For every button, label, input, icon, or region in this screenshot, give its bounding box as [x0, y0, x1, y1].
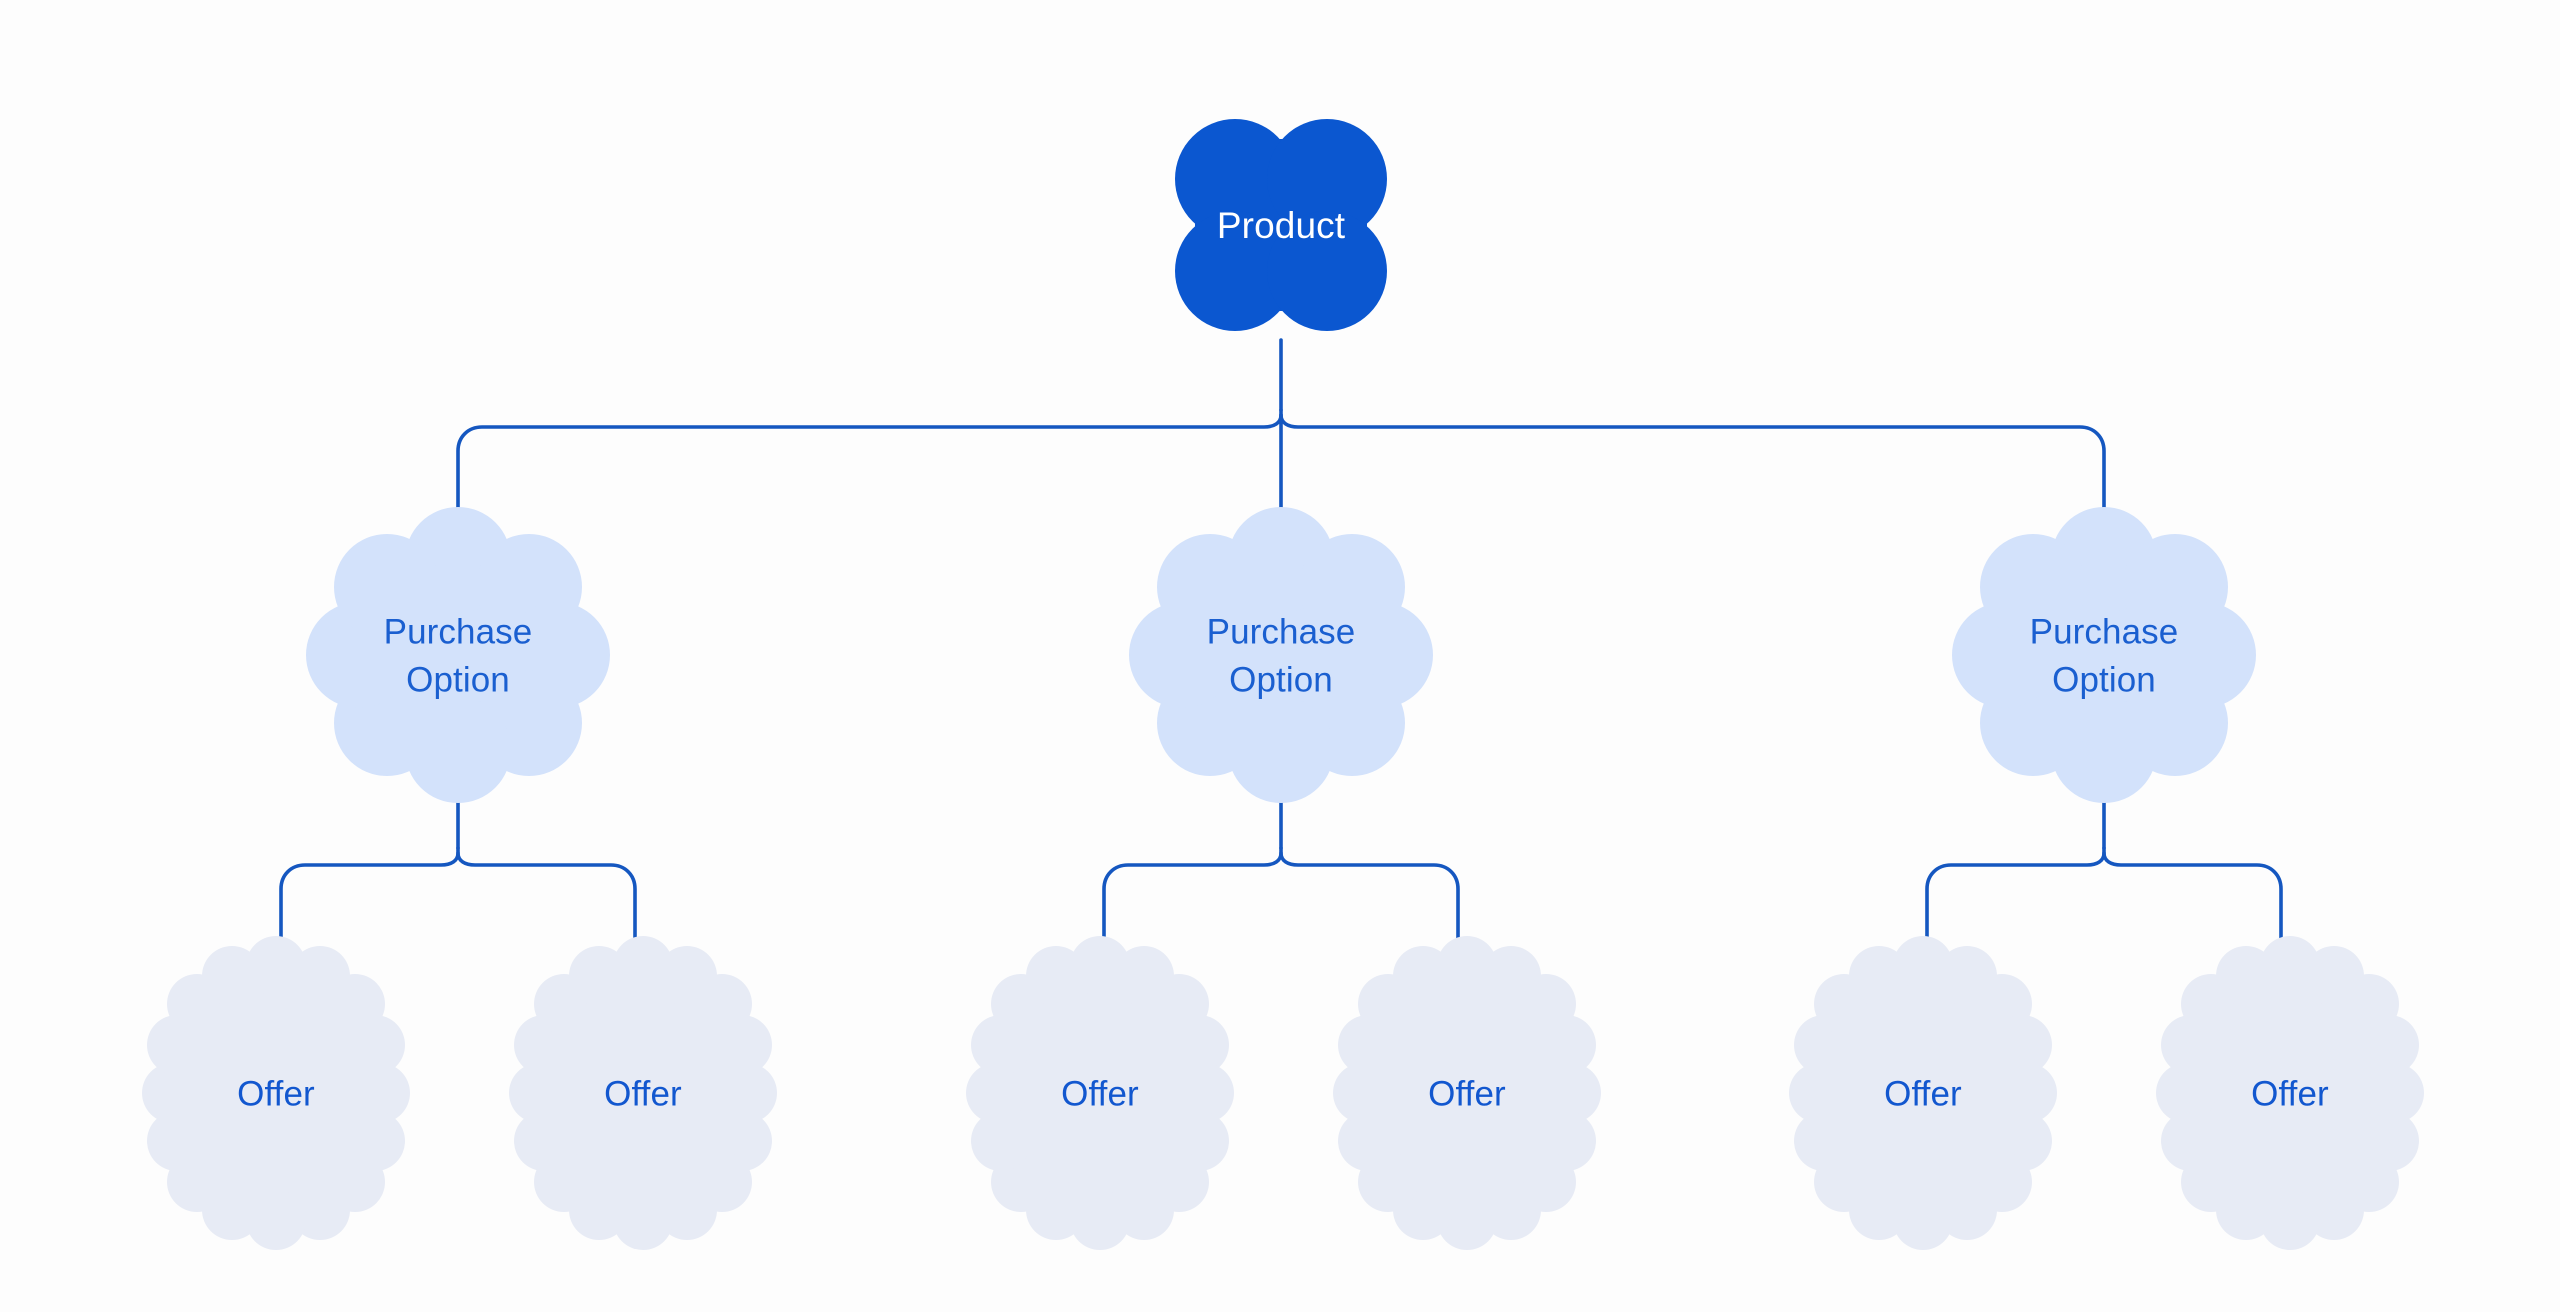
node-purchase-option-2[interactable]: Purchase Option	[1129, 507, 1433, 803]
offer-scallop-shape	[509, 936, 777, 1250]
offer-node-group: Offer	[142, 936, 2424, 1250]
purchase-option-flower-shape	[1952, 507, 2256, 803]
edge-po2-to-offer4	[1279, 851, 1460, 952]
node-offer-2[interactable]: Offer	[509, 936, 777, 1250]
edge-po2-to-offer3	[1102, 846, 1283, 952]
node-offer-6[interactable]: Offer	[2156, 936, 2424, 1250]
node-offer-1[interactable]: Offer	[142, 936, 410, 1250]
offer-scallop-shape	[1333, 936, 1601, 1250]
node-offer-3[interactable]: Offer	[966, 936, 1234, 1250]
offer-scallop-shape	[1789, 936, 2057, 1250]
purchase-option-flower-shape	[1129, 507, 1433, 803]
offer-scallop-shape	[2156, 936, 2424, 1250]
node-offer-4[interactable]: Offer	[1333, 936, 1601, 1250]
purchase-option-node-group: Purchase Option	[306, 507, 2256, 803]
purchase-option-flower-shape	[306, 507, 610, 803]
node-offer-5[interactable]: Offer	[1789, 936, 2057, 1250]
offer-scallop-shape	[142, 936, 410, 1250]
offer-scallop-shape	[966, 936, 1234, 1250]
edge-bus-level1-left	[456, 408, 1283, 515]
node-purchase-option-1[interactable]: Purchase Option	[306, 507, 610, 803]
edge-po1-to-offer2	[456, 851, 637, 952]
node-product-root[interactable]: Product	[1175, 119, 1387, 331]
edge-po3-to-offer6	[2102, 851, 2283, 952]
product-blob-shape	[1175, 119, 1387, 331]
edge-po3-to-offer5	[1925, 846, 2106, 952]
edge-po1-to-offer1	[279, 846, 460, 952]
node-purchase-option-3[interactable]: Purchase Option	[1952, 507, 2256, 803]
edge-group	[279, 338, 2283, 952]
edge-bus-level1-right	[1279, 413, 2106, 515]
